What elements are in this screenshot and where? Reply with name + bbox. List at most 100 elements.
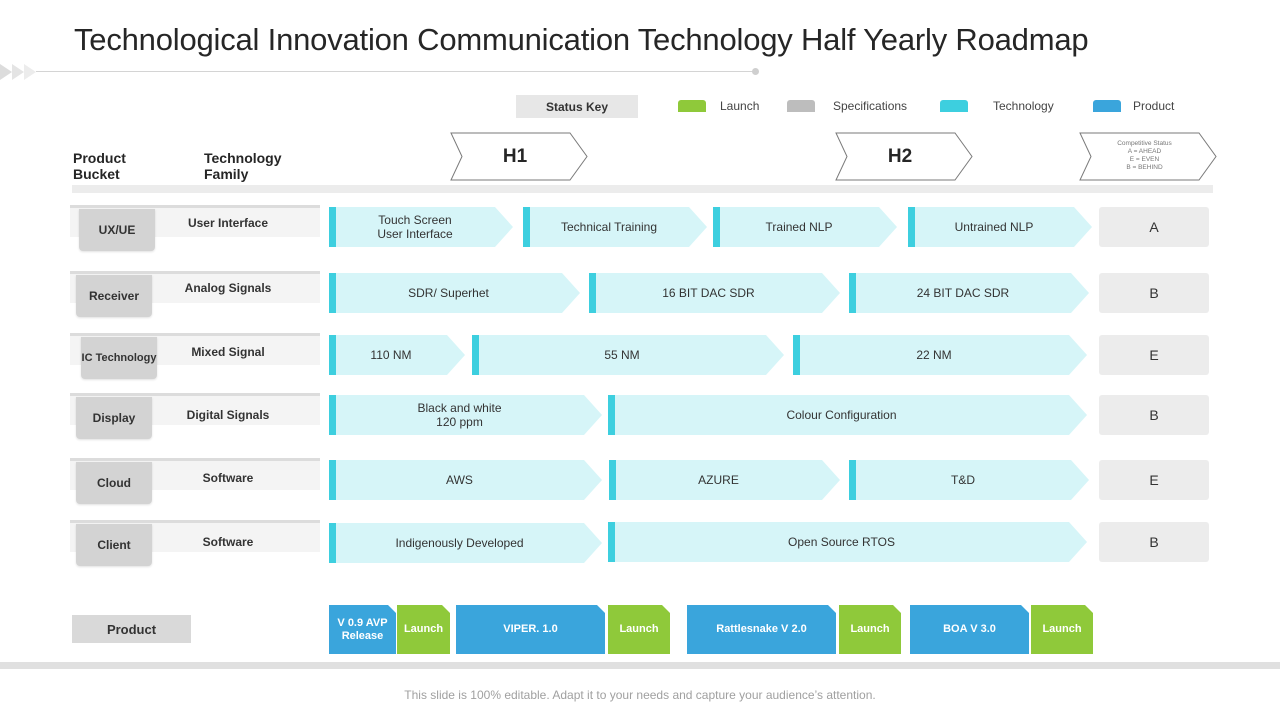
roadmap-bar-label: Trained NLP (765, 220, 833, 234)
product-release-block: VIPER. 1.0 (456, 605, 605, 654)
roadmap-bar: 24 BIT DAC SDR (849, 273, 1089, 313)
roadmap-bar-label: AWS (446, 473, 473, 487)
footer-divider (0, 662, 1280, 669)
technology-family-label: Software (202, 471, 254, 485)
roadmap-bar-label: 24 BIT DAC SDR (916, 286, 1010, 300)
roadmap-bar-label: T&D (951, 473, 975, 487)
phase-h1-label: H1 (502, 145, 528, 167)
phase-h2-label: H2 (887, 145, 913, 167)
roadmap-bar: Colour Configuration (608, 395, 1087, 435)
competitive-rating: B (1099, 522, 1209, 562)
roadmap-bar-label: Untrained NLP (954, 220, 1034, 234)
product-release-block: BOA V 3.0 (910, 605, 1029, 654)
title-chevron-icon (24, 64, 36, 80)
roadmap-bar: Open Source RTOS (608, 522, 1087, 562)
roadmap-bar-label: 16 BIT DAC SDR (662, 286, 755, 300)
roadmap-bar: Trained NLP (713, 207, 897, 247)
legend-label-technology: Technology (993, 99, 1054, 113)
legend-swatch-launch (678, 100, 706, 112)
roadmap-bar-label: Touch Screen User Interface (377, 213, 453, 241)
legend-label-product: Product (1133, 99, 1175, 113)
roadmap-bar-label: Open Source RTOS (788, 535, 895, 549)
product-block-label: VIPER. 1.0 (503, 623, 558, 635)
technology-family-label: User Interface (187, 216, 269, 230)
product-bucket-tab: Cloud (76, 462, 152, 504)
header-technology-family: Technology Family (204, 150, 282, 182)
roadmap-bar-label: Indigenously Developed (395, 536, 524, 550)
footer-caption: This slide is 100% editable. Adapt it to… (404, 688, 876, 702)
launch-block-label: Launch (619, 623, 659, 635)
legend-label-launch: Launch (720, 99, 760, 113)
legend-swatch-technology (940, 100, 968, 112)
roadmap-bar: Technical Training (523, 207, 707, 247)
phase-h2: H2 (835, 132, 973, 181)
launch-block: Launch (1031, 605, 1093, 654)
title-chevron-icon (0, 64, 12, 80)
title-divider-dot (752, 68, 759, 75)
roadmap-bar: Untrained NLP (908, 207, 1092, 247)
status-key-label: Status Key (516, 95, 638, 118)
roadmap-bar: AZURE (609, 460, 840, 500)
competitive-rating: A (1099, 207, 1209, 247)
roadmap-bar-label: 22 NM (916, 348, 952, 362)
competitive-status-legend: Competitive Status A = AHEAD E = EVEN B … (1117, 140, 1172, 171)
legend-label-specifications: Specifications (833, 99, 908, 113)
legend-swatch-specifications (787, 100, 815, 112)
roadmap-bar: Touch Screen User Interface (329, 207, 513, 247)
roadmap-bar: Black and white 120 ppm (329, 395, 602, 435)
competitive-status-box: Competitive Status A = AHEAD E = EVEN B … (1079, 132, 1217, 181)
product-release-block: Rattlesnake V 2.0 (687, 605, 836, 654)
roadmap-bar-label: 110 NM (370, 348, 412, 362)
roadmap-bar: AWS (329, 460, 602, 500)
roadmap-row: Client Software Indigenously Developed O… (0, 520, 1280, 570)
roadmap-row: UX/UE User Interface Touch Screen User I… (0, 205, 1280, 255)
competitive-rating: B (1099, 395, 1209, 435)
roadmap-bar: 16 BIT DAC SDR (589, 273, 840, 313)
launch-block: Launch (608, 605, 670, 654)
roadmap-bar: SDR/ Superhet (329, 273, 580, 313)
slide-title: Technological Innovation Communication T… (74, 22, 1089, 57)
roadmap-bar-label: Technical Training (560, 220, 658, 234)
launch-block-label: Launch (403, 623, 444, 635)
technology-family-label: Mixed Signal (191, 345, 265, 359)
product-release-block: V 0.9 AVP Release (329, 605, 396, 654)
header-product-bucket: Product Bucket (73, 150, 126, 182)
launch-block: Launch (397, 605, 450, 654)
roadmap-bar: 55 NM (472, 335, 784, 375)
product-bucket-tab: Client (76, 524, 152, 566)
competitive-rating: E (1099, 460, 1209, 500)
technology-family-label: Software (202, 535, 254, 549)
legend-swatch-product (1093, 100, 1121, 112)
roadmap-bar-label: SDR/ Superhet (408, 286, 489, 300)
roadmap-bar: 22 NM (793, 335, 1087, 375)
title-divider (36, 71, 756, 72)
roadmap-bar: Indigenously Developed (329, 523, 602, 563)
title-chevron-icon (12, 64, 24, 80)
roadmap-row: Cloud Software AWS AZURE T&D E (0, 458, 1280, 508)
competitive-rating: E (1099, 335, 1209, 375)
launch-block-label: Launch (850, 623, 890, 635)
roadmap-row: Receiver Analog Signals SDR/ Superhet 16… (0, 271, 1280, 321)
product-block-label: V 0.9 AVP Release (337, 616, 388, 642)
roadmap-bar: T&D (849, 460, 1089, 500)
roadmap-bar-label: 55 NM (604, 348, 640, 362)
phase-h1: H1 (450, 132, 588, 181)
technology-family-label: Digital Signals (186, 408, 270, 422)
roadmap-bar-label: Black and white 120 ppm (417, 401, 502, 429)
product-row-label: Product (72, 615, 191, 643)
roadmap-bar: 110 NM (329, 335, 465, 375)
roadmap-row: Display Digital Signals Black and white … (0, 393, 1280, 443)
product-bucket-tab: Display (76, 397, 152, 439)
roadmap-row: IC Technology Mixed Signal 110 NM 55 NM … (0, 333, 1280, 383)
product-bucket-tab: IC Technology (81, 337, 157, 379)
roadmap-bar-label: Colour Configuration (786, 408, 897, 422)
roadmap-bar-label: AZURE (698, 473, 739, 487)
product-block-label: Rattlesnake V 2.0 (716, 623, 807, 635)
product-bucket-tab: Receiver (76, 275, 152, 317)
product-block-label: BOA V 3.0 (943, 623, 996, 635)
product-bucket-tab: UX/UE (79, 209, 155, 251)
launch-block-label: Launch (1042, 623, 1082, 635)
launch-block: Launch (839, 605, 901, 654)
header-divider (72, 185, 1213, 193)
competitive-rating: B (1099, 273, 1209, 313)
